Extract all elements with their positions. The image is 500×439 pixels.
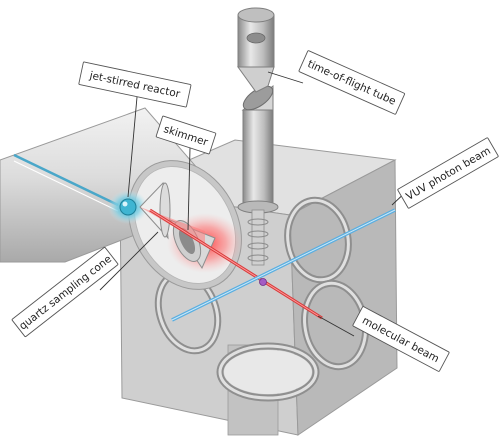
molecular-beam [140,207,323,320]
label-quartz-sampling-cone-text: quartz sampling cone [17,253,114,332]
time-of-flight-tube-upper [237,7,275,93]
leader-time-of-flight-tube [267,71,304,84]
quartz-sampling-cone [139,181,171,240]
leader-jet-stirred-reactor [127,85,139,198]
leader-molecular-beam [317,315,355,337]
jet-stirred-reactor [108,190,148,224]
label-vuv-photon-beam-text: VUV photon beam [404,145,493,203]
label-box-molecular-beam [352,306,450,372]
leader-quartz-sampling-cone [99,231,159,291]
label-box-skimmer [155,115,217,155]
label-box-time-of-flight-tube [298,50,406,115]
vuv-photon-beam [171,208,396,322]
label-time-of-flight-tube: time-of-flight tube [267,50,406,115]
label-box-vuv-photon-beam [397,137,499,209]
label-box-jet-stirred-reactor [78,61,192,108]
label-time-of-flight-tube-text: time-of-flight tube [306,58,398,108]
label-box-quartz-sampling-cone [11,246,119,338]
time-of-flight-tube-lower [237,84,279,266]
leader-skimmer [187,147,191,231]
label-vuv-photon-beam: VUV photon beam [391,137,499,209]
